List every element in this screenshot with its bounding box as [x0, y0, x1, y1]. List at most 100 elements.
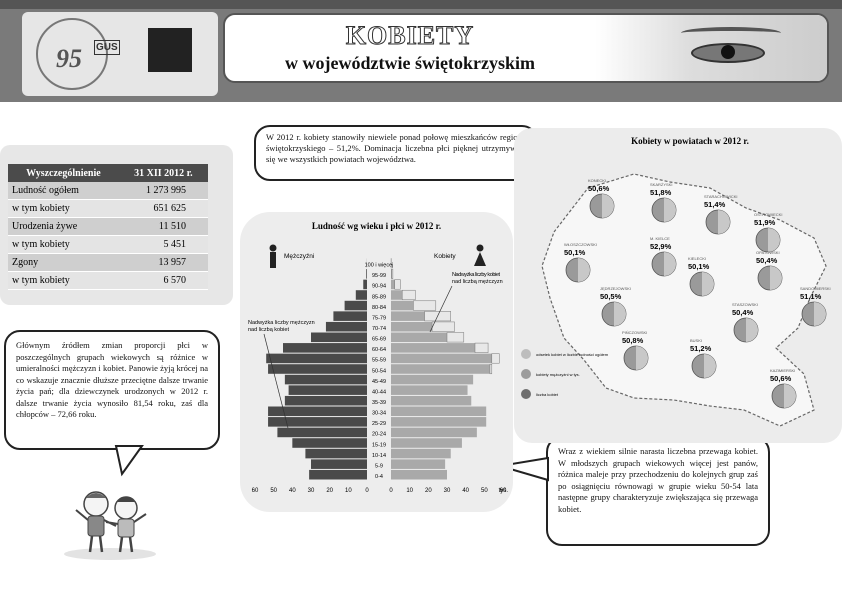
right-bubble-tail	[499, 456, 549, 482]
left-info-bubble: Głównym źródłem zmian proporcji płci w p…	[4, 330, 220, 450]
district-percent: 52,9%	[650, 242, 672, 251]
bar-women	[391, 448, 451, 459]
bar-men	[268, 406, 367, 417]
district-pie-women	[718, 210, 730, 234]
age-tick-label: 10-14	[372, 453, 386, 459]
bar-men	[268, 417, 367, 427]
age-tick-label: 75-79	[372, 315, 386, 321]
x-tick-label: 40	[289, 488, 296, 494]
age-tick-label: 80-84	[372, 305, 386, 311]
left-info-text: Głównym źródłem zmian proporcji płci w p…	[16, 340, 208, 419]
bar-men	[284, 374, 367, 385]
age-tick-label: 20-24	[372, 432, 386, 438]
bar-men	[344, 300, 367, 311]
population-pyramid-chart: 0-45-910-1415-1920-2425-2930-3435-3940-4…	[248, 244, 508, 494]
legend-marker	[521, 369, 531, 379]
age-tick-label: 30-34	[372, 411, 386, 417]
bar-men	[311, 459, 367, 469]
x-tick-label: 10	[406, 488, 413, 494]
legend-label: kobiety mężczyźni w tys.	[536, 372, 580, 377]
top-info-bubble: W 2012 r. kobiety stanowiły niewiele pon…	[254, 125, 538, 181]
legend-marker	[521, 349, 531, 359]
district-name: STARACHOWICKI	[704, 194, 737, 199]
surplus-women	[491, 353, 500, 364]
district-name: OSTROWIECKI	[754, 212, 782, 217]
age-tick-label: 50-54	[372, 368, 386, 374]
x-tick-label: 20	[326, 488, 333, 494]
bar-men	[284, 395, 367, 406]
bar-men	[333, 311, 367, 321]
bar-women	[391, 395, 472, 406]
district-pie-women	[814, 302, 826, 326]
district-pie-women	[702, 272, 714, 296]
age-tick-label: 90-94	[372, 284, 386, 290]
x-tick-label: 10	[345, 488, 352, 494]
page-subtitle: w województwie świętokrzyskim	[285, 53, 535, 73]
top-info-text: W 2012 r. kobiety stanowiły niewiele pon…	[266, 132, 526, 164]
women-label: Kobiety	[434, 253, 456, 260]
district-pie-women	[770, 266, 782, 290]
surplus-women	[474, 342, 489, 353]
logo-area: 95 GUS	[22, 12, 218, 96]
district-pie-women	[636, 346, 648, 370]
bar-women	[391, 321, 455, 332]
row-label: Urodzenia żywe	[8, 217, 119, 236]
district-map: 50,6%KONECKI51,8%SKARŻYSKI51,4%STARACHOW…	[521, 173, 831, 427]
district-percent: 50,1%	[688, 262, 710, 271]
age-tick-label: 5-9	[375, 463, 383, 469]
bar-men	[292, 438, 367, 448]
x-tick-label: 50	[270, 488, 277, 494]
age-tick-label: 95-99	[372, 273, 386, 279]
bar-women	[391, 406, 487, 417]
header-bar: 95 GUS KOBIETY w województwie świętokrzy…	[0, 0, 842, 102]
title-box: KOBIETY w województwie świętokrzyskim	[223, 13, 829, 83]
district-percent: 50,1%	[564, 248, 586, 257]
bar-men	[288, 385, 367, 395]
district-pie-women	[704, 354, 716, 378]
header-top-strip	[0, 0, 842, 9]
legend-label: liczba kobiet	[536, 392, 559, 397]
row-label: Zgony	[8, 253, 119, 272]
legend-marker	[521, 389, 531, 399]
row-value: 5 451	[118, 235, 208, 254]
x-tick-label: 30	[444, 488, 451, 494]
bar-women	[391, 353, 500, 364]
district-name: WŁOSZCZOWSKI	[564, 242, 597, 247]
eye-image	[595, 15, 827, 81]
age-tick-label: 35-39	[372, 400, 386, 406]
district-percent: 51,8%	[650, 188, 672, 197]
district-percent: 51,1%	[800, 292, 822, 301]
age-tick-label: 55-59	[372, 358, 386, 364]
row-value: 11 510	[118, 217, 208, 236]
district-percent: 51,9%	[754, 218, 776, 227]
row-label: Ludność ogółem	[8, 182, 119, 200]
summary-table: Wyszczególnienie 31 XII 2012 r. Ludność …	[8, 164, 208, 290]
district-percent: 50,5%	[600, 292, 622, 301]
bar-women	[391, 385, 468, 395]
row-label: w tym kobiety	[8, 199, 119, 218]
annotation-women-surplus-2: nad liczbą mężczyzn	[452, 279, 503, 285]
district-name: PIŃCZOWSKI	[622, 330, 647, 335]
surplus-women	[446, 332, 465, 343]
bar-women	[391, 343, 489, 353]
table-header-row: Wyszczególnienie 31 XII 2012 r.	[8, 164, 208, 182]
row-value: 13 957	[118, 253, 208, 272]
x-tick-label: 0	[365, 488, 369, 494]
district-name: STASZOWSKI	[732, 302, 758, 307]
x-tick-label: 20	[425, 488, 432, 494]
children-illustration	[64, 491, 156, 560]
district-pie-women	[602, 194, 614, 218]
bar-men	[311, 332, 367, 343]
district-name: SKARŻYSKI	[650, 182, 672, 187]
row-value: 651 625	[118, 199, 208, 218]
gus-logo: GUS	[94, 40, 120, 55]
district-percent: 51,2%	[690, 344, 712, 353]
district-pie-women	[664, 252, 676, 276]
bar-men	[325, 321, 367, 332]
district-name: KAZIMIERSKI	[770, 368, 795, 373]
